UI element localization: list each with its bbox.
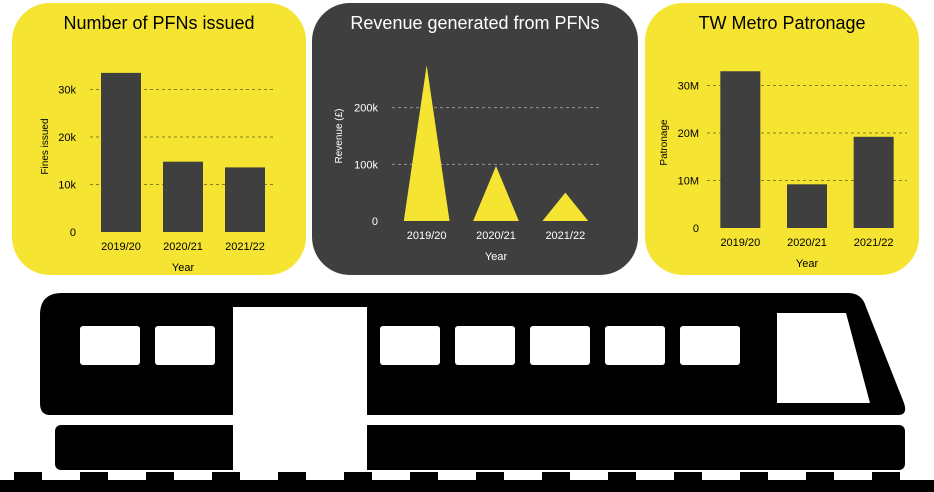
bar <box>720 71 761 228</box>
bar <box>787 184 827 228</box>
chart-panel-metro-patronage: TW Metro Patronage 0 10M 20M 30M 2019/20 2020… <box>645 3 919 275</box>
area-peak <box>542 192 589 221</box>
y-tick-label: 30M <box>678 81 699 93</box>
y-tick-label: 20k <box>58 132 76 144</box>
chart-title: TW Metro Patronage <box>698 13 866 33</box>
y-tick-label: 0 <box>70 227 76 239</box>
chart-title: Revenue generated from PFNs <box>350 13 600 33</box>
y-tick-label: 10k <box>58 180 76 192</box>
x-tick-label: 2021/22 <box>225 241 265 253</box>
bar <box>225 167 265 232</box>
y-tick-label: 20M <box>678 128 699 140</box>
y-axis-label: Revenue (£) <box>334 108 345 163</box>
y-axis-label: Fines issued <box>40 118 51 174</box>
x-tick-label: 2021/22 <box>854 237 894 249</box>
x-tick-label: 2020/21 <box>787 237 827 249</box>
x-tick-label: 2019/20 <box>720 237 760 249</box>
chart-panel-pfns-issued: Number of PFNs issued 0 10k 20k 30k 2019/20 2… <box>12 3 306 275</box>
y-axis-label: Patronage <box>659 119 670 166</box>
x-tick-label: 2021/22 <box>545 230 585 242</box>
bar <box>163 161 203 232</box>
area-peak <box>403 65 450 221</box>
x-tick-label: 2019/20 <box>101 241 141 253</box>
x-tick-label: 2020/21 <box>163 241 203 253</box>
x-tick-label: 2020/21 <box>476 230 516 242</box>
chart-title: Number of PFNs issued <box>63 13 255 33</box>
x-axis-label: Year <box>485 251 508 263</box>
x-axis-label: Year <box>172 262 195 274</box>
y-tick-label: 0 <box>693 223 699 235</box>
y-tick-label: 200k <box>354 103 378 115</box>
bar <box>101 72 141 232</box>
x-tick-label: 2019/20 <box>407 230 447 242</box>
area-peak <box>473 166 519 221</box>
y-tick-label: 0 <box>372 216 378 228</box>
metro-train-icon <box>0 293 934 492</box>
chart-panel-pfn-revenue: Revenue generated from PFNs 0 100k 200k 201… <box>312 3 638 275</box>
x-axis-label: Year <box>796 258 819 270</box>
bar <box>853 136 894 228</box>
y-tick-label: 100k <box>354 159 378 171</box>
y-tick-label: 10M <box>678 176 699 188</box>
y-tick-label: 30k <box>58 85 76 97</box>
